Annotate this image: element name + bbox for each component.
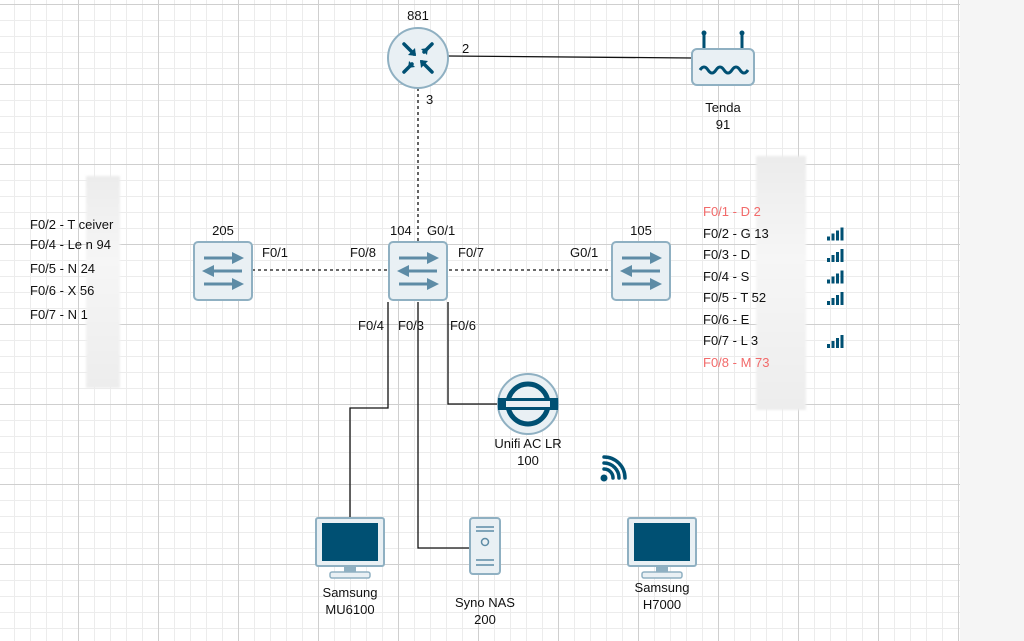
right-port-entry: F0/6 - E — [703, 311, 750, 327]
access-point-icon[interactable] — [497, 373, 559, 435]
tv-mu6100-name: Samsung — [322, 585, 378, 600]
right-port-entry: F0/3 - D — [703, 247, 750, 262]
tenda-name: Tenda — [705, 100, 741, 115]
right-port-entry: F0/1 - D 2 — [703, 204, 761, 219]
switch-icon-104[interactable] — [388, 241, 448, 301]
right-port-entry: F0/7 - L 3 — [703, 333, 759, 348]
link-router-tenda[interactable] — [447, 55, 693, 59]
link-switch104-tv-mu6100[interactable] — [349, 302, 389, 518]
right-port-entry: F0/5 - T 52 — [703, 290, 767, 305]
right-panel — [960, 0, 1024, 641]
signal-bars-icon — [827, 292, 844, 305]
switch-104-port-right: F0/7 — [458, 245, 485, 260]
tv-mu6100-model: MU6100 — [325, 602, 375, 617]
monitor-icon-mu6100[interactable] — [315, 517, 385, 579]
nas-number: 200 — [474, 612, 496, 627]
router-port-wireless: 2 — [462, 41, 470, 56]
redaction-right — [756, 156, 806, 410]
switch-104-port-uplink: G0/1 — [427, 223, 456, 238]
signal-bars-layer — [827, 227, 844, 348]
wireless-router-icon[interactable] — [691, 30, 755, 86]
link-switch104-ap[interactable] — [447, 302, 498, 405]
tenda-number: 91 — [715, 117, 731, 132]
left-port-entry: F0/4 - Le n 94 — [30, 237, 111, 252]
signal-bars-icon — [827, 270, 844, 284]
right-port-entry: F0/8 - M 73 — [703, 354, 770, 370]
switch-105-port: G0/1 — [570, 245, 599, 260]
right-port-entry: F0/2 - G 13 — [703, 225, 769, 241]
tv-h7000-model: H7000 — [642, 597, 682, 612]
ap-name: Unifi AC LR — [494, 436, 562, 451]
redaction-left — [86, 176, 120, 388]
wifi-icon — [600, 455, 627, 482]
switch-104-port-left: F0/8 — [350, 245, 377, 260]
connections — [252, 55, 693, 549]
switch-icon-205[interactable] — [193, 241, 253, 301]
link-switch104-nas[interactable] — [417, 302, 470, 549]
ap-number: 100 — [517, 453, 539, 468]
switch-205-label: 205 — [212, 223, 234, 238]
server-icon[interactable] — [469, 517, 501, 575]
signal-bars-icon — [827, 227, 844, 241]
switch-105-label: 105 — [630, 223, 652, 238]
router-port-switch: 3 — [426, 92, 434, 107]
switch-icon-105[interactable] — [611, 241, 671, 301]
switch-205-port: F0/1 — [262, 245, 289, 260]
router-icon[interactable] — [387, 27, 449, 89]
switch-104-port-ap: F0/6 — [450, 318, 477, 333]
router-label: 881 — [407, 8, 429, 23]
switch-104-label: 104 — [390, 223, 412, 238]
left-port-entry: F0/7 - N 1 — [30, 307, 88, 322]
nas-name: Syno NAS — [455, 595, 515, 610]
right-port-entry: F0/4 - S — [703, 268, 750, 284]
left-port-entry: F0/5 - N 24 — [30, 261, 96, 276]
left-port-entry: F0/2 - T ceiver — [30, 217, 114, 232]
switch-104-port-nas: F0/3 — [398, 318, 425, 333]
signal-bars-icon — [827, 335, 844, 348]
tv-h7000-name: Samsung — [634, 580, 690, 595]
switch-104-port-tv: F0/4 — [358, 318, 385, 333]
signal-bars-icon — [827, 249, 844, 262]
left-port-entry: F0/6 - X 56 — [30, 283, 95, 298]
monitor-icon-h7000[interactable] — [627, 517, 697, 579]
